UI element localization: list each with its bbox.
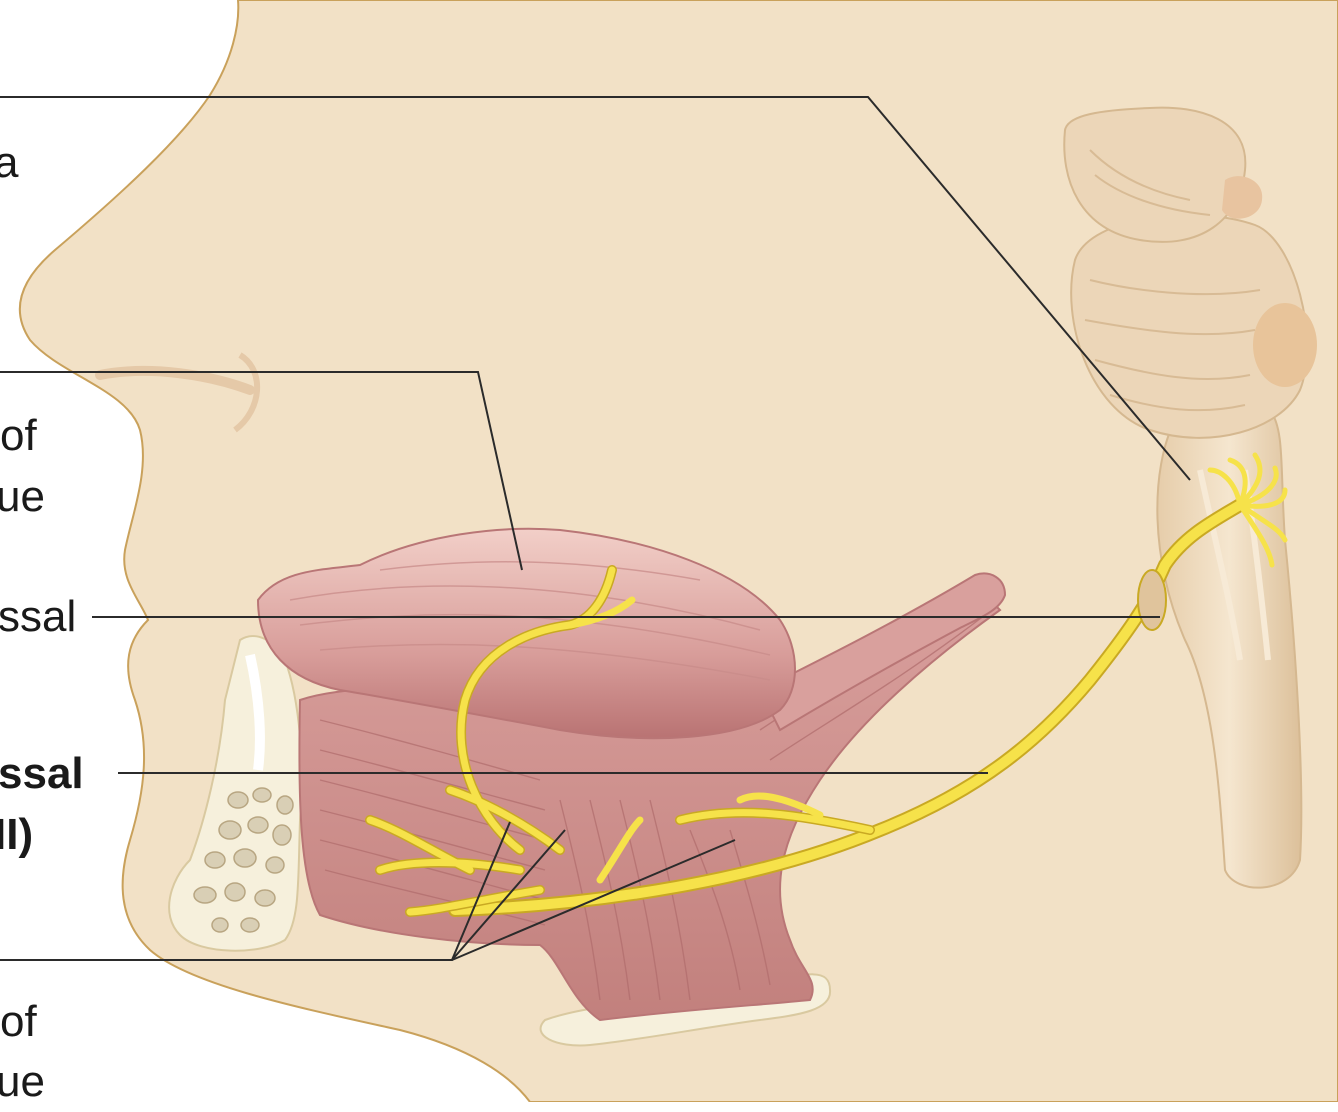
label-hypoglossal-canal: ssal: [0, 587, 76, 647]
label-medulla: a: [0, 133, 18, 193]
label-extrinsic-line2: ue: [0, 1052, 45, 1112]
label-extrinsic-line1: of: [0, 992, 37, 1052]
label-intrinsic-line2: ue: [0, 467, 45, 527]
label-nerve-line2: II): [0, 805, 33, 865]
label-intrinsic-line1: of: [0, 406, 37, 466]
label-nerve-line1: ssal: [0, 744, 84, 804]
